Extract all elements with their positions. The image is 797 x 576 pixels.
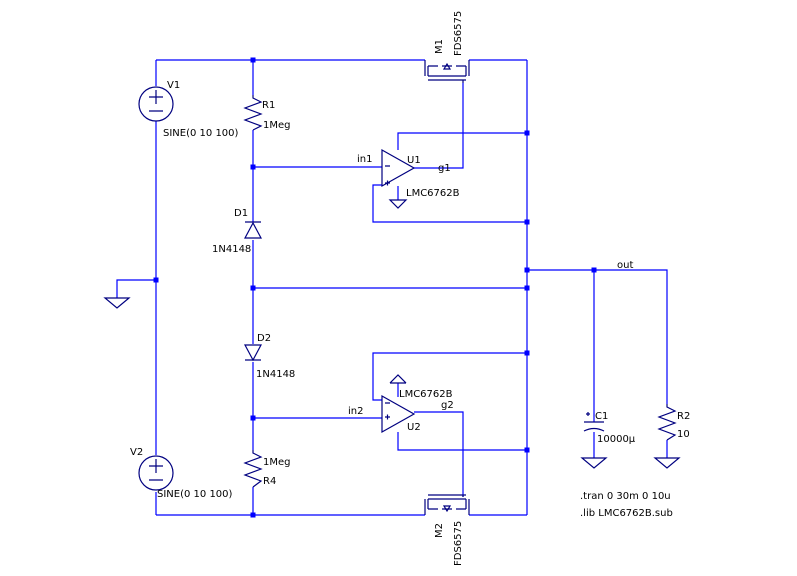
resistor-r1[interactable] bbox=[243, 95, 263, 131]
diode-d2[interactable] bbox=[244, 344, 262, 362]
wires bbox=[116, 59, 668, 516]
u1-name-label: U1 bbox=[407, 155, 421, 166]
capacitor-c1[interactable] bbox=[583, 412, 605, 432]
resistor-r4[interactable] bbox=[243, 450, 263, 488]
voltage-source-v2[interactable] bbox=[138, 455, 174, 491]
net-label-g2: g2 bbox=[441, 400, 454, 411]
u2-name-label: U2 bbox=[407, 422, 421, 433]
resistor-r2[interactable] bbox=[657, 404, 677, 441]
net-label-in2: in2 bbox=[348, 406, 363, 417]
v1-name-label: V1 bbox=[167, 80, 180, 91]
junction-dot bbox=[591, 267, 597, 273]
r2-name-label: R2 bbox=[677, 411, 690, 422]
r4-value-label: 1Meg bbox=[263, 457, 291, 468]
v2-value-label: SINE(0 10 100) bbox=[157, 489, 233, 500]
tran-directive: .tran 0 30m 0 10u bbox=[580, 491, 671, 502]
c1-value-label: 10000µ bbox=[597, 434, 636, 445]
diode-d1[interactable] bbox=[244, 221, 262, 239]
mosfet-m2[interactable] bbox=[424, 494, 470, 515]
d2-name-label: D2 bbox=[257, 333, 271, 344]
v1-value-label: SINE(0 10 100) bbox=[163, 128, 239, 139]
junction-dot bbox=[524, 219, 530, 225]
r1-value-label: 1Meg bbox=[263, 120, 291, 131]
r2-value-label: 10 bbox=[677, 429, 690, 440]
ground-symbol bbox=[103, 297, 131, 309]
junction-dot bbox=[524, 285, 530, 291]
junction-dot bbox=[524, 130, 530, 136]
junction-dot bbox=[250, 164, 256, 170]
u1-value-label: LMC6762B bbox=[406, 188, 460, 199]
d2-value-label: 1N4148 bbox=[256, 369, 295, 380]
net-label-g1: g1 bbox=[438, 163, 451, 174]
r1-name-label: R1 bbox=[262, 100, 275, 111]
r4-name-label: R4 bbox=[263, 476, 276, 487]
ground-symbol bbox=[580, 457, 608, 469]
junction-dot bbox=[250, 285, 256, 291]
c1-name-label: C1 bbox=[595, 411, 608, 422]
ground-symbol bbox=[653, 457, 681, 469]
junction-dot bbox=[524, 350, 530, 356]
m2-value-label: FDS6575 bbox=[453, 521, 464, 566]
ground-symbol bbox=[388, 199, 408, 209]
opamp-u2[interactable] bbox=[381, 394, 416, 434]
mosfet-m1[interactable] bbox=[424, 60, 470, 83]
m2-name-label: M2 bbox=[434, 523, 445, 538]
junction-dot bbox=[250, 57, 256, 63]
voltage-source-v1[interactable] bbox=[138, 85, 174, 122]
supply-arrow bbox=[389, 374, 407, 384]
m1-value-label: FDS6575 bbox=[453, 11, 464, 56]
junction-dot bbox=[153, 277, 159, 283]
net-label-out: out bbox=[617, 260, 633, 271]
m1-name-label: M1 bbox=[434, 39, 445, 54]
v2-name-label: V2 bbox=[130, 447, 143, 458]
junction-dot bbox=[250, 512, 256, 518]
labels: V1 SINE(0 10 100) V2 SINE(0 10 100) R1 1… bbox=[130, 11, 690, 566]
junction-dot bbox=[524, 267, 530, 273]
d1-name-label: D1 bbox=[234, 208, 248, 219]
lib-directive: .lib LMC6762B.sub bbox=[580, 508, 673, 519]
junction-dot bbox=[250, 415, 256, 421]
opamp-u1[interactable] bbox=[381, 148, 416, 188]
junction-dot bbox=[524, 447, 530, 453]
net-label-in1: in1 bbox=[357, 154, 372, 165]
junction-dots bbox=[153, 57, 597, 518]
u2-value-label: LMC6762B bbox=[399, 389, 453, 400]
d1-value-label: 1N4148 bbox=[212, 244, 251, 255]
